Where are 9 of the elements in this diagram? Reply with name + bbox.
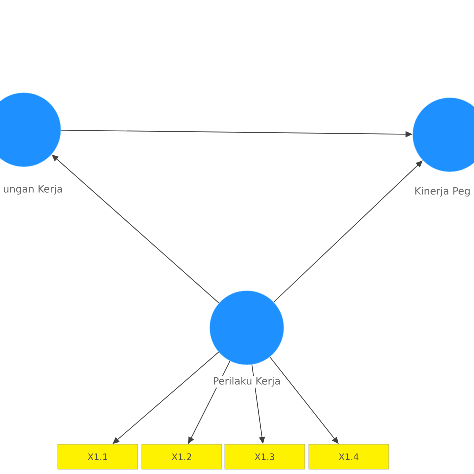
variable-label: ungan Kerja — [2, 184, 64, 196]
latent-variable-circle — [412, 98, 474, 172]
indicator-box: X1.4 — [308, 444, 390, 470]
variable-label: Perilaku Kerja — [212, 376, 282, 388]
indicator-box: X1.3 — [224, 444, 306, 470]
indicator-box: X1.2 — [142, 444, 222, 470]
indicator-box: X1.1 — [58, 444, 138, 470]
latent-variable-circle — [210, 290, 284, 366]
variable-label: Kinerja Peg — [414, 186, 472, 198]
